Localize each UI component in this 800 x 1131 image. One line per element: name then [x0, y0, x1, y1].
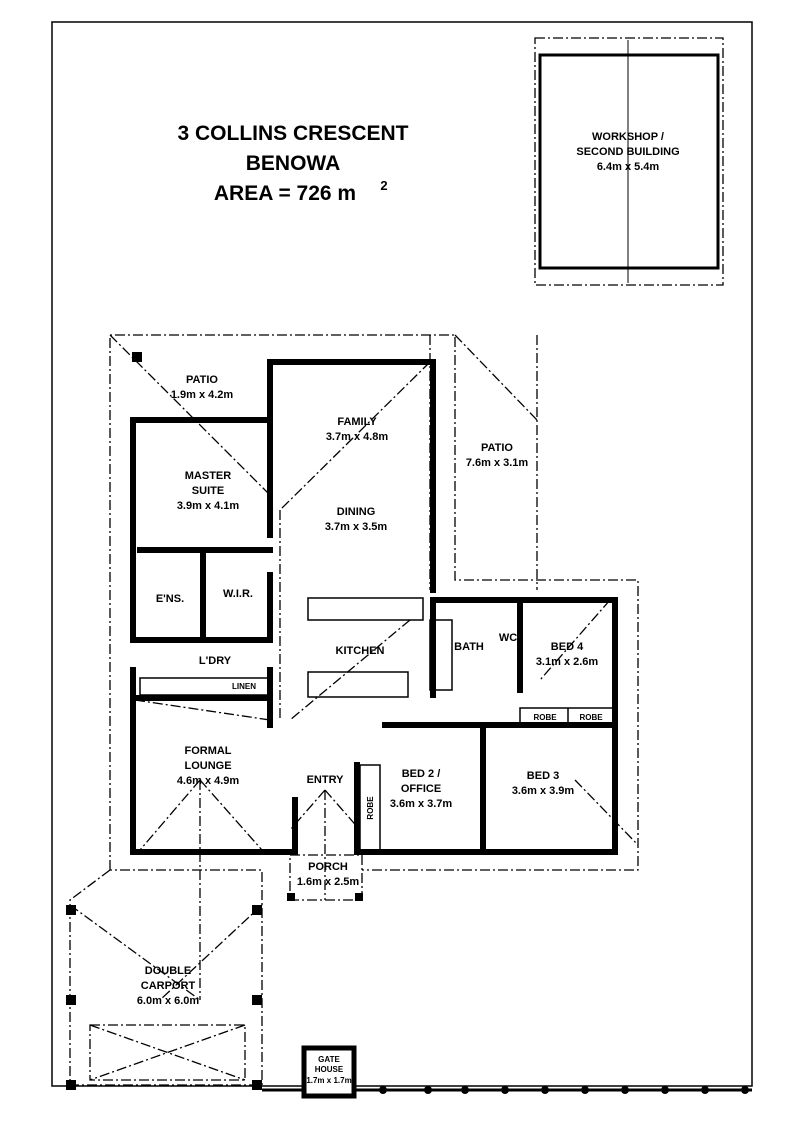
family-label: FAMILY [337, 416, 377, 428]
carport-label: DOUBLE [145, 965, 191, 977]
title-suburb: BENOWA [246, 152, 341, 175]
patio-right-label: PATIO [481, 442, 513, 454]
patio-left-size: 1.9m x 4.2m [171, 389, 234, 401]
kitchen-label: KITCHEN [336, 645, 385, 657]
master-label: MASTER [185, 470, 232, 482]
gatehouse-label: GATE [318, 1055, 340, 1064]
gatehouse-label-2: HOUSE [315, 1065, 344, 1074]
title-area: AREA = 726 m [214, 182, 356, 205]
ensuite-label: E'NS. [156, 593, 184, 605]
bed4-size: 3.1m x 2.6m [536, 656, 599, 668]
entry-label: ENTRY [307, 774, 345, 786]
workshop-label-2: SECOND BUILDING [576, 146, 679, 158]
patio-right-size: 7.6m x 3.1m [466, 457, 529, 469]
dining-size: 3.7m x 3.5m [325, 521, 388, 533]
lounge-size: 4.6m x 4.9m [177, 775, 240, 787]
wir-label: W.I.R. [223, 588, 253, 600]
bath-label: BATH [454, 641, 484, 653]
lounge-label: FORMAL [184, 745, 231, 757]
porch-size: 1.6m x 2.5m [297, 876, 360, 888]
wc-label: WC [499, 632, 517, 644]
carport-size: 6.0m x 6.0m [137, 995, 200, 1007]
room-labels: PATIO 1.9m x 4.2m FAMILY 3.7m x 4.8m MAS… [137, 374, 603, 1007]
patio-left-label: PATIO [186, 374, 218, 386]
title-area-superscript: 2 [380, 178, 387, 193]
walls [130, 359, 618, 855]
site-boundary [51, 21, 753, 1087]
title-address: 3 COLLINS CRESCENT [177, 122, 408, 145]
dining-label: DINING [337, 506, 376, 518]
family-size: 3.7m x 4.8m [326, 431, 389, 443]
plan-title: 3 COLLINS CRESCENT BENOWA AREA = 726 m 2 [177, 122, 408, 205]
robe-label: ROBE [579, 713, 603, 722]
bed4-label: BED 4 [551, 641, 584, 653]
workshop-size: 6.4m x 5.4m [597, 161, 660, 173]
bed3-size: 3.6m x 3.9m [512, 785, 575, 797]
linen-label: LINEN [232, 682, 256, 691]
robe-label: ROBE [366, 796, 375, 820]
master-label-2: SUITE [192, 485, 224, 497]
lounge-label-2: LOUNGE [184, 760, 231, 772]
workshop-label: WORKSHOP / [592, 131, 664, 143]
gate-house: GATE HOUSE 1.7m x 1.7m [301, 1045, 357, 1099]
bed2-size: 3.6m x 3.7m [390, 798, 453, 810]
master-size: 3.9m x 4.1m [177, 500, 240, 512]
porch-label: PORCH [308, 861, 348, 873]
gatehouse-size: 1.7m x 1.7m [306, 1076, 351, 1085]
workshop-building: WORKSHOP / SECOND BUILDING 6.4m x 5.4m [534, 37, 724, 286]
carport-label-2: CARPORT [141, 980, 196, 992]
bed2-label-2: OFFICE [401, 783, 441, 795]
bed2-label: BED 2 / [402, 768, 441, 780]
robe-label: ROBE [533, 713, 557, 722]
bed3-label: BED 3 [527, 770, 559, 782]
laundry-label: L'DRY [199, 655, 232, 667]
